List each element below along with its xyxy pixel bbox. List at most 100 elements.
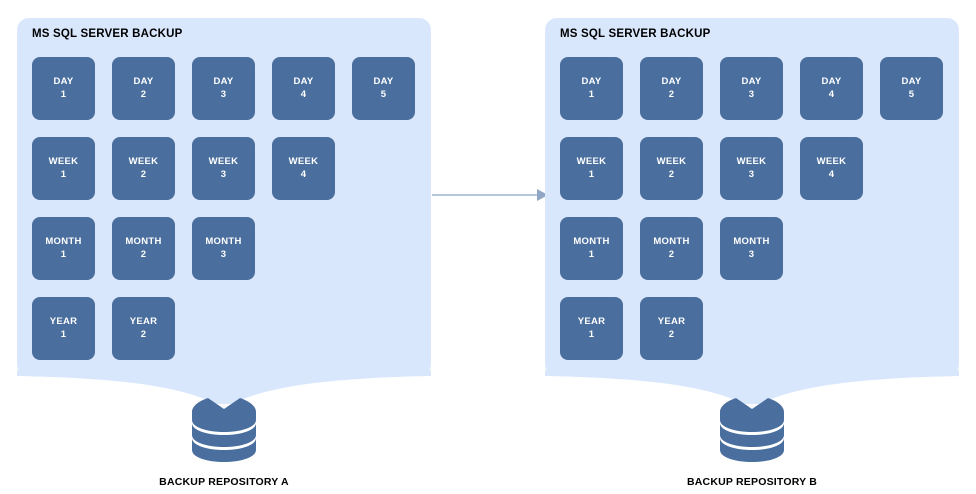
tile-row-week: WEEK 1 WEEK 2 WEEK 3 WEEK 4 bbox=[560, 137, 950, 200]
tile-number-label: 3 bbox=[220, 88, 227, 100]
tile-day-5[interactable]: DAY 5 bbox=[880, 57, 943, 120]
tile-unit-label: DAY bbox=[293, 75, 314, 87]
tile-week-4[interactable]: WEEK 4 bbox=[272, 137, 335, 200]
tile-unit-label: DAY bbox=[581, 75, 602, 87]
tile-unit-label: WEEK bbox=[656, 155, 687, 167]
retention-tile-grid-a: DAY 1 DAY 2 DAY 3 DAY 4 bbox=[32, 57, 422, 377]
tile-number-label: 5 bbox=[908, 88, 915, 100]
copy-arrow-connector bbox=[432, 189, 548, 201]
tile-unit-label: DAY bbox=[53, 75, 74, 87]
database-cylinder-icon bbox=[192, 398, 256, 462]
tile-year-1[interactable]: YEAR 1 bbox=[32, 297, 95, 360]
tile-unit-label: DAY bbox=[213, 75, 234, 87]
tile-number-label: 2 bbox=[668, 248, 675, 260]
tile-number-label: 2 bbox=[140, 88, 147, 100]
tile-number-label: 1 bbox=[60, 248, 67, 260]
tile-unit-label: YEAR bbox=[49, 315, 78, 327]
tile-unit-label: DAY bbox=[661, 75, 682, 87]
panel-title-a: MS SQL SERVER BACKUP bbox=[32, 28, 183, 40]
tile-number-label: 2 bbox=[140, 168, 147, 180]
tile-week-1[interactable]: WEEK 1 bbox=[32, 137, 95, 200]
tile-unit-label: WEEK bbox=[816, 155, 847, 167]
tile-year-2[interactable]: YEAR 2 bbox=[640, 297, 703, 360]
repository-label-b: BACKUP REPOSITORY B bbox=[686, 476, 818, 488]
tile-number-label: 3 bbox=[748, 88, 755, 100]
database-cylinder-icon bbox=[720, 398, 784, 462]
tile-unit-label: MONTH bbox=[205, 235, 242, 247]
tile-number-label: 2 bbox=[668, 88, 675, 100]
tile-number-label: 4 bbox=[828, 88, 835, 100]
tile-unit-label: WEEK bbox=[736, 155, 767, 167]
tile-day-4[interactable]: DAY 4 bbox=[800, 57, 863, 120]
tile-month-1[interactable]: MONTH 1 bbox=[560, 217, 623, 280]
tile-month-3[interactable]: MONTH 3 bbox=[192, 217, 255, 280]
tile-day-1[interactable]: DAY 1 bbox=[560, 57, 623, 120]
panel-b: MS SQL SERVER BACKUP DAY 1 DAY 2 DAY 3 bbox=[545, 18, 959, 376]
tile-month-3[interactable]: MONTH 3 bbox=[720, 217, 783, 280]
tile-week-3[interactable]: WEEK 3 bbox=[192, 137, 255, 200]
tile-unit-label: MONTH bbox=[45, 235, 82, 247]
tile-row-week: WEEK 1 WEEK 2 WEEK 3 WEEK 4 bbox=[32, 137, 422, 200]
retention-tile-grid-b: DAY 1 DAY 2 DAY 3 DAY 4 bbox=[560, 57, 950, 377]
tile-day-4[interactable]: DAY 4 bbox=[272, 57, 335, 120]
tile-month-2[interactable]: MONTH 2 bbox=[640, 217, 703, 280]
tile-row-year: YEAR 1 YEAR 2 bbox=[32, 297, 422, 360]
tile-month-2[interactable]: MONTH 2 bbox=[112, 217, 175, 280]
tile-number-label: 4 bbox=[300, 88, 307, 100]
tile-number-label: 2 bbox=[668, 168, 675, 180]
tile-unit-label: MONTH bbox=[573, 235, 610, 247]
tile-number-label: 4 bbox=[828, 168, 835, 180]
tile-number-label: 5 bbox=[380, 88, 387, 100]
tile-number-label: 2 bbox=[668, 328, 675, 340]
tile-week-4[interactable]: WEEK 4 bbox=[800, 137, 863, 200]
tile-unit-label: WEEK bbox=[208, 155, 239, 167]
tile-number-label: 3 bbox=[748, 168, 755, 180]
tile-unit-label: MONTH bbox=[125, 235, 162, 247]
backup-group-a: MS SQL SERVER BACKUP DAY 1 DAY 2 DAY 3 bbox=[0, 0, 448, 494]
tile-number-label: 1 bbox=[588, 248, 595, 260]
tile-unit-label: YEAR bbox=[129, 315, 158, 327]
tile-day-2[interactable]: DAY 2 bbox=[640, 57, 703, 120]
tile-unit-label: YEAR bbox=[577, 315, 606, 327]
tile-number-label: 1 bbox=[588, 328, 595, 340]
tile-year-2[interactable]: YEAR 2 bbox=[112, 297, 175, 360]
tile-week-2[interactable]: WEEK 2 bbox=[640, 137, 703, 200]
tile-week-1[interactable]: WEEK 1 bbox=[560, 137, 623, 200]
tile-day-3[interactable]: DAY 3 bbox=[720, 57, 783, 120]
tile-unit-label: WEEK bbox=[48, 155, 79, 167]
tile-number-label: 1 bbox=[60, 88, 67, 100]
tile-unit-label: YEAR bbox=[657, 315, 686, 327]
tile-year-1[interactable]: YEAR 1 bbox=[560, 297, 623, 360]
tile-week-2[interactable]: WEEK 2 bbox=[112, 137, 175, 200]
tile-unit-label: DAY bbox=[741, 75, 762, 87]
tile-number-label: 1 bbox=[60, 328, 67, 340]
tile-number-label: 3 bbox=[220, 248, 227, 260]
tile-row-year: YEAR 1 YEAR 2 bbox=[560, 297, 950, 360]
tile-unit-label: DAY bbox=[821, 75, 842, 87]
tile-number-label: 1 bbox=[588, 88, 595, 100]
backup-group-b: MS SQL SERVER BACKUP DAY 1 DAY 2 DAY 3 bbox=[528, 0, 976, 494]
tile-number-label: 2 bbox=[140, 328, 147, 340]
tile-day-1[interactable]: DAY 1 bbox=[32, 57, 95, 120]
funnel-shape-a bbox=[17, 370, 431, 404]
tile-day-2[interactable]: DAY 2 bbox=[112, 57, 175, 120]
tile-number-label: 3 bbox=[748, 248, 755, 260]
funnel-shape-b bbox=[545, 370, 959, 404]
tile-week-3[interactable]: WEEK 3 bbox=[720, 137, 783, 200]
repository-label-a: BACKUP REPOSITORY A bbox=[159, 476, 289, 488]
tile-row-month: MONTH 1 MONTH 2 MONTH 3 bbox=[560, 217, 950, 280]
tile-row-day: DAY 1 DAY 2 DAY 3 DAY 4 bbox=[32, 57, 422, 120]
tile-unit-label: WEEK bbox=[128, 155, 159, 167]
panel-title-b: MS SQL SERVER BACKUP bbox=[560, 28, 711, 40]
tile-day-3[interactable]: DAY 3 bbox=[192, 57, 255, 120]
tile-unit-label: MONTH bbox=[733, 235, 770, 247]
tile-unit-label: DAY bbox=[133, 75, 154, 87]
tile-month-1[interactable]: MONTH 1 bbox=[32, 217, 95, 280]
tile-number-label: 1 bbox=[60, 168, 67, 180]
tile-unit-label: DAY bbox=[901, 75, 922, 87]
tile-number-label: 3 bbox=[220, 168, 227, 180]
tile-day-5[interactable]: DAY 5 bbox=[352, 57, 415, 120]
tile-row-month: MONTH 1 MONTH 2 MONTH 3 bbox=[32, 217, 422, 280]
panel-a: MS SQL SERVER BACKUP DAY 1 DAY 2 DAY 3 bbox=[17, 18, 431, 376]
